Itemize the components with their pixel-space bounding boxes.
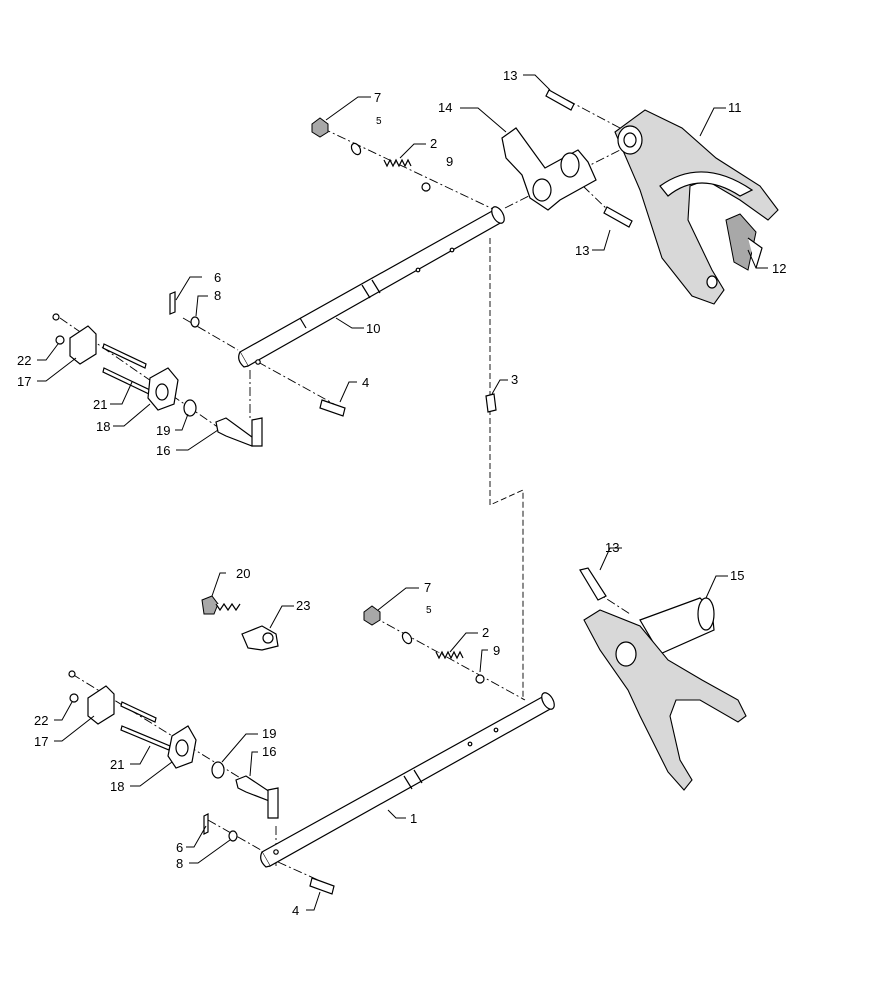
callout-12: 12 — [772, 261, 786, 276]
roll-pin — [319, 399, 346, 417]
callout-9: 9 — [446, 154, 453, 169]
callout-11: 11 — [728, 100, 742, 115]
p-clamp — [241, 625, 279, 651]
callout-1: 1 — [410, 811, 417, 826]
retaining-clip — [169, 291, 176, 315]
callout-8: 8 — [214, 288, 221, 303]
shift-lever — [501, 127, 597, 211]
roll-pin — [579, 567, 607, 601]
washer — [190, 316, 200, 328]
callout-9: 9 — [493, 643, 500, 658]
callout-4: 4 — [362, 375, 369, 390]
axis-line — [277, 861, 319, 881]
snap-ring — [211, 761, 225, 779]
callout-17: 17 — [17, 374, 31, 389]
shift-fork — [583, 597, 747, 791]
callout-3: 3 — [511, 372, 518, 387]
bolt — [201, 595, 241, 615]
callout-13: 13 — [503, 68, 517, 83]
retaining-clip — [203, 813, 209, 835]
callouts-lower: 13 20 15 7 23 5 2 9 22 17 19 16 21 18 1 … — [34, 540, 744, 918]
bolt — [363, 605, 381, 626]
detent-plate — [52, 313, 97, 365]
callout-5: 5 — [426, 605, 432, 616]
callout-23: 23 — [296, 598, 310, 613]
callout-13: 13 — [605, 540, 619, 555]
callout-14: 14 — [438, 100, 452, 115]
callout-20: 20 — [236, 566, 250, 581]
axis-line — [182, 317, 239, 351]
axis-line — [59, 317, 223, 431]
axis-line — [257, 361, 335, 405]
callout-7: 7 — [374, 90, 381, 105]
flange-housing — [147, 367, 179, 411]
selector-lever — [235, 775, 279, 819]
callout-6: 6 — [176, 840, 183, 855]
shift-rail-shaft — [260, 692, 555, 868]
axis-line — [321, 127, 496, 211]
spring — [383, 158, 412, 168]
callout-22: 22 — [34, 713, 48, 728]
bolt — [120, 701, 171, 751]
callout-19: 19 — [262, 726, 276, 741]
callout-2: 2 — [482, 625, 489, 640]
flange-housing — [167, 725, 197, 769]
upper-assembly — [52, 89, 779, 700]
callouts-upper: 13 7 5 14 11 2 9 13 12 6 8 10 22 17 3 4 … — [17, 68, 786, 458]
washer — [350, 142, 362, 156]
axis-line — [582, 185, 611, 213]
callout-19: 19 — [156, 423, 170, 438]
callout-6: 6 — [214, 270, 221, 285]
fork-insert — [725, 213, 763, 271]
roll-pin — [485, 393, 497, 413]
roll-pin — [309, 877, 335, 895]
callout-18: 18 — [96, 419, 110, 434]
callout-17: 17 — [34, 734, 48, 749]
callout-15: 15 — [730, 568, 744, 583]
axis-line — [371, 615, 526, 701]
callout-10: 10 — [366, 321, 380, 336]
callout-18: 18 — [110, 779, 124, 794]
callout-16: 16 — [262, 744, 276, 759]
spring — [435, 650, 464, 660]
callout-16: 16 — [156, 443, 170, 458]
callout-2: 2 — [430, 136, 437, 151]
callout-7: 7 — [424, 580, 431, 595]
shift-rail-shaft — [238, 206, 505, 368]
detent-ball — [475, 674, 485, 684]
leader-lines — [37, 74, 768, 911]
axis-line — [207, 819, 269, 855]
shift-fork — [614, 109, 779, 305]
callout-21: 21 — [110, 757, 124, 772]
callout-22: 22 — [17, 353, 31, 368]
detent-ball — [421, 182, 431, 192]
detent-plate — [68, 670, 115, 725]
callout-13: 13 — [575, 243, 589, 258]
bolt — [311, 117, 329, 138]
callout-8: 8 — [176, 856, 183, 871]
callout-4: 4 — [292, 903, 299, 918]
selector-lever — [215, 417, 263, 447]
washer — [228, 830, 238, 842]
bolt — [102, 343, 151, 395]
callout-5: 5 — [376, 116, 382, 127]
roll-pin — [545, 89, 575, 111]
callout-21: 21 — [93, 397, 107, 412]
snap-ring — [183, 399, 197, 417]
washer — [401, 631, 413, 645]
axis-line — [489, 238, 524, 700]
roll-pin — [603, 206, 633, 228]
lower-assembly — [68, 567, 747, 895]
